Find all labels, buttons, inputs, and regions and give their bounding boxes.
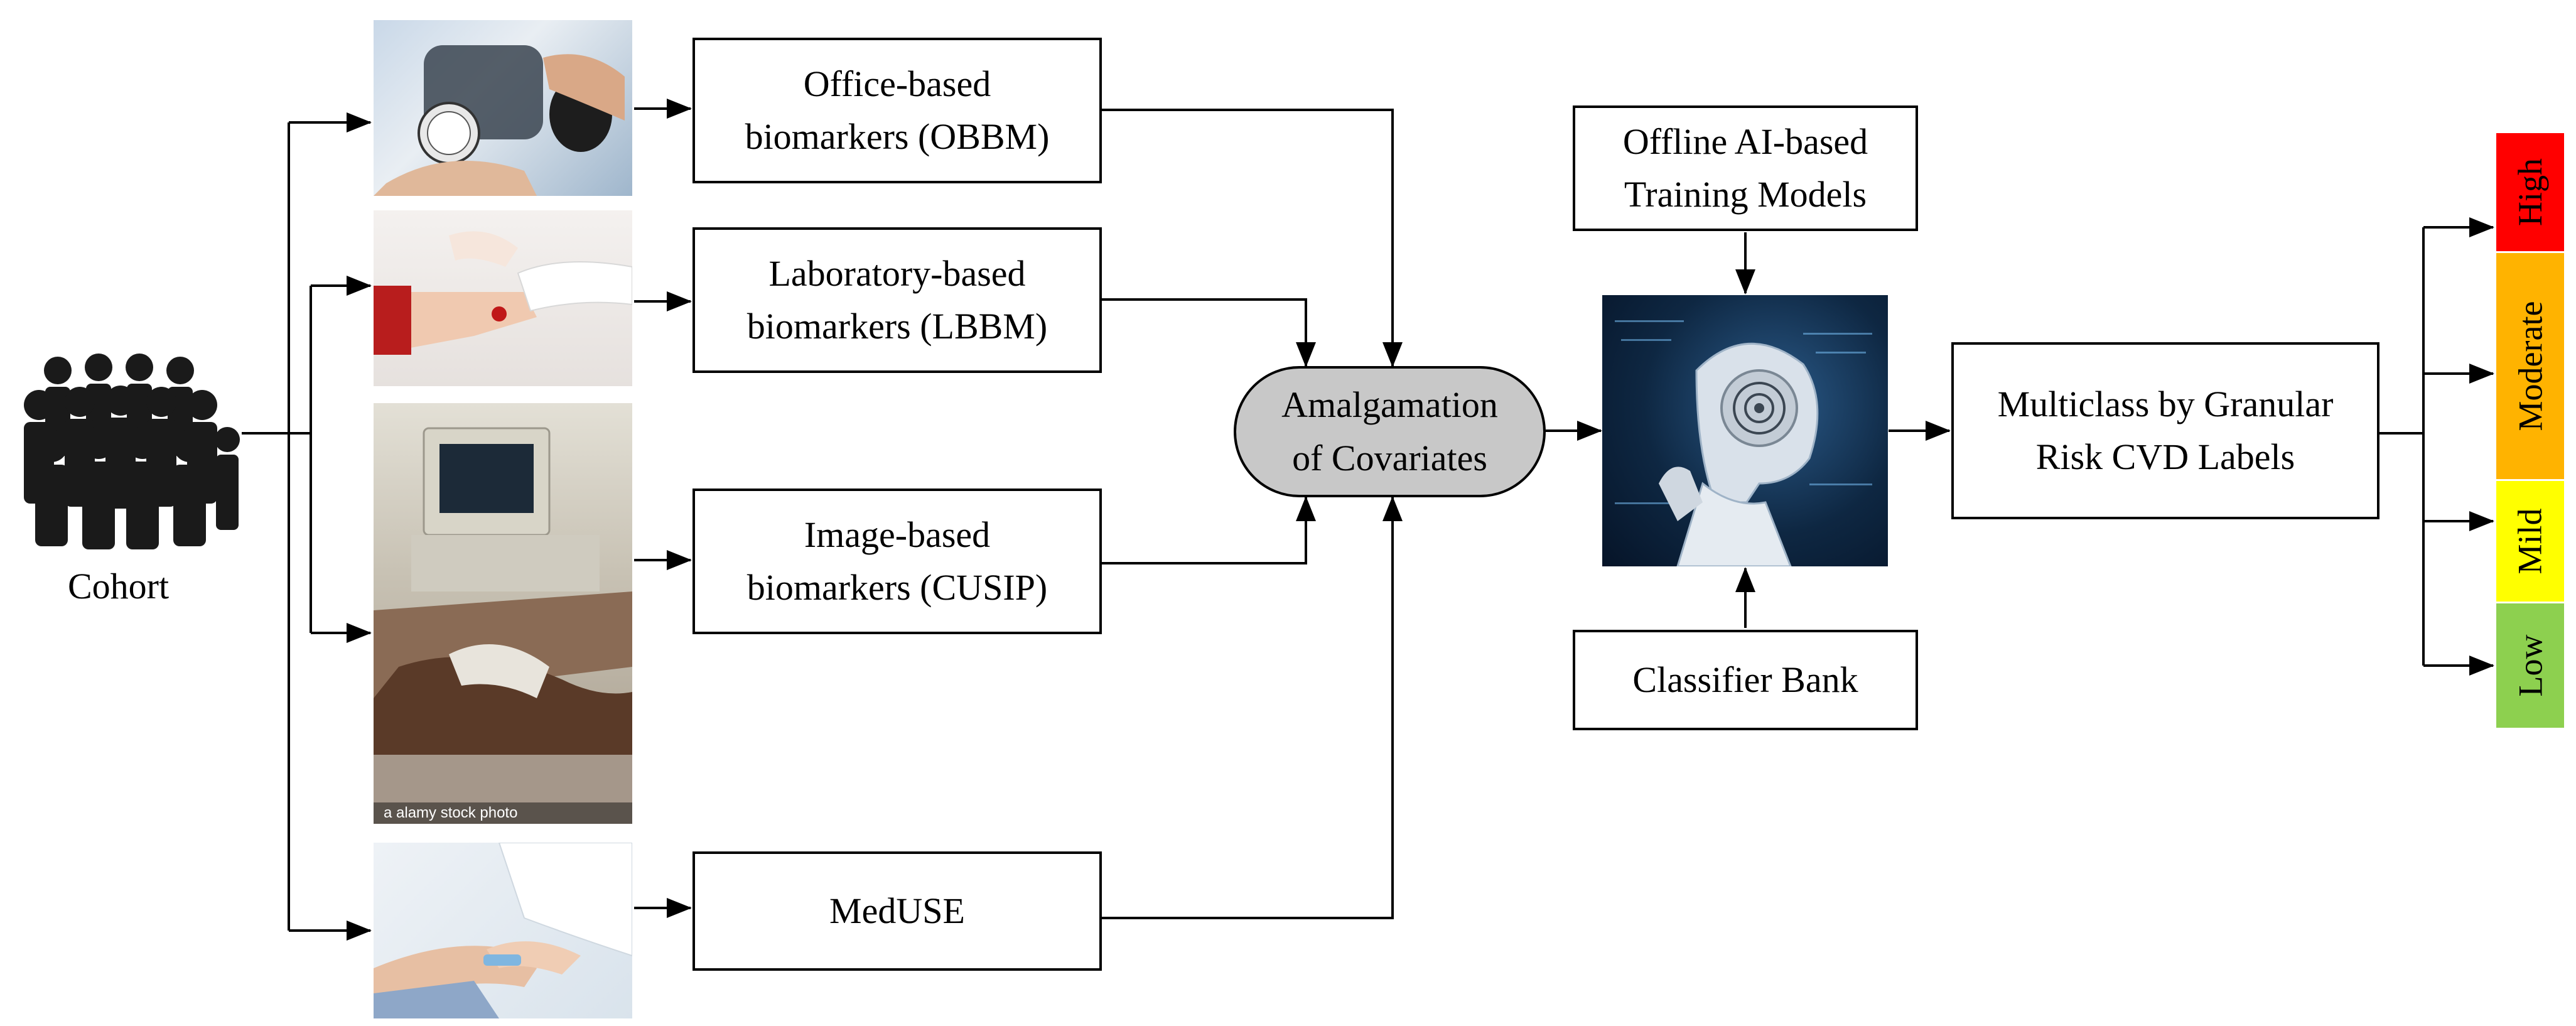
meduse-box: MedUSE	[693, 851, 1102, 971]
image-biomarkers-line1: Image-based	[804, 514, 991, 555]
lab-biomarkers-box: Laboratory-based biomarkers (LBBM)	[693, 227, 1102, 373]
risk-label-moderate: Moderate	[2496, 253, 2564, 479]
offline-training-line1: Offline AI-based	[1622, 121, 1868, 162]
image-biomarkers-box: Image-based biomarkers (CUSIP)	[693, 489, 1102, 634]
multiclass-line2: Risk CVD Labels	[2035, 436, 2295, 477]
office-biomarkers-line1: Office-based	[803, 63, 991, 104]
risk-label-mild-text: Mild	[2511, 508, 2549, 575]
multiclass-box: Multiclass by Granular Risk CVD Labels	[1951, 342, 2379, 519]
meduse-label: MedUSE	[829, 890, 965, 931]
risk-label-high-text: High	[2511, 158, 2549, 226]
offline-training-box: Offline AI-based Training Models	[1573, 105, 1918, 231]
blood-pressure-photo	[374, 20, 632, 196]
office-biomarkers-box: Office-based biomarkers (OBBM)	[693, 38, 1102, 183]
lab-biomarkers-line1: Laboratory-based	[768, 252, 1026, 294]
blood-draw-photo	[374, 210, 632, 386]
classifier-bank-label: Classifier Bank	[1632, 659, 1858, 700]
lab-biomarkers-line2: biomarkers (LBBM)	[746, 306, 1048, 347]
people-crowd-icon	[24, 354, 240, 549]
cohort-label: Cohort	[68, 566, 170, 607]
ai-robot-image	[1602, 295, 1888, 566]
risk-label-low-text: Low	[2511, 634, 2549, 697]
office-biomarkers-line2: biomarkers (OBBM)	[745, 116, 1050, 157]
risk-label-moderate-text: Moderate	[2511, 301, 2549, 431]
classifier-bank-box: Classifier Bank	[1573, 630, 1918, 730]
multiclass-line1: Multiclass by Granular	[1997, 383, 2334, 424]
photo-watermark: a alamy stock photo	[374, 802, 632, 824]
image-biomarkers-line2: biomarkers (CUSIP)	[746, 567, 1048, 608]
risk-label-mild: Mild	[2496, 481, 2564, 602]
offline-training-line2: Training Models	[1624, 174, 1867, 215]
amalgamation-line2: of Covariates	[1292, 437, 1487, 478]
risk-label-high: High	[2496, 133, 2564, 251]
ultrasound-scan-photo: a alamy stock photo	[374, 403, 632, 824]
amalgamation-node: Amalgamation of Covariates	[1234, 366, 1546, 497]
amalgamation-line1: Amalgamation	[1281, 384, 1498, 426]
risk-label-low: Low	[2496, 603, 2564, 728]
doctor-patient-photo	[374, 843, 632, 1018]
